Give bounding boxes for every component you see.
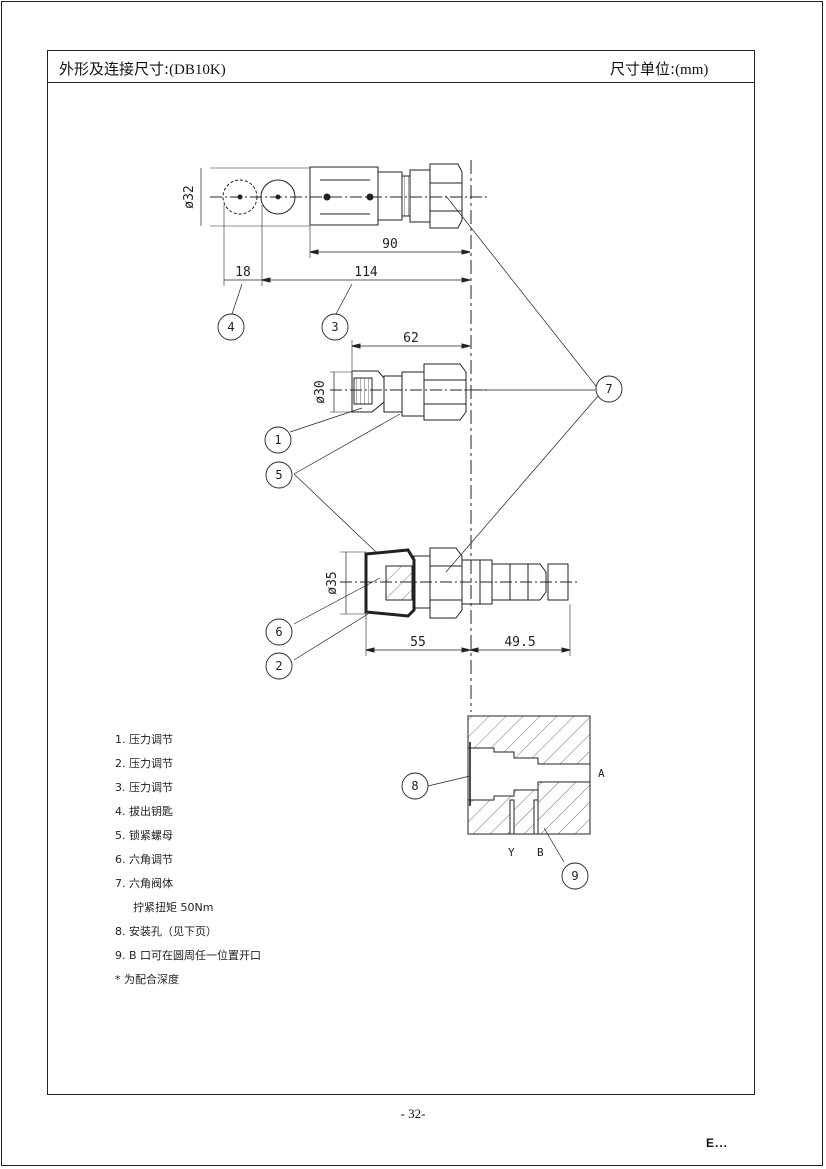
note-3: 3. 压力调节 bbox=[115, 781, 173, 794]
note-2: 2. 压力调节 bbox=[115, 757, 173, 770]
title-cn: 外形及连接尺寸: bbox=[59, 60, 170, 78]
dim-114: 114 bbox=[354, 265, 378, 280]
callout-7-label: 7 bbox=[605, 382, 612, 396]
note-1: 1. 压力调节 bbox=[115, 733, 173, 746]
mounting-cavity-section bbox=[467, 715, 591, 835]
unit-value: (mm) bbox=[675, 62, 709, 78]
view-knob-adjust bbox=[200, 163, 490, 286]
dim-55: 55 bbox=[410, 635, 426, 650]
dim-dia-32: ø32 bbox=[182, 185, 197, 208]
unit-cn: 尺寸单位: bbox=[610, 60, 676, 78]
dim-dia-30: ø30 bbox=[313, 380, 328, 403]
port-a-label: A bbox=[598, 767, 605, 780]
callout-5 bbox=[265, 461, 293, 489]
corner-mark: E... bbox=[706, 1136, 729, 1150]
port-b-label: B bbox=[537, 846, 544, 859]
protective-cap bbox=[364, 548, 416, 618]
drawing-frame bbox=[47, 50, 755, 1095]
note-9: 9. B 口可在圆周任一位置开口 bbox=[115, 949, 262, 962]
view-cap-adjust bbox=[340, 547, 580, 656]
callout-6-label: 6 bbox=[275, 625, 282, 639]
page-number: - 32- bbox=[400, 1106, 426, 1121]
callout-3 bbox=[321, 313, 349, 341]
unit-label: 尺寸单位:(mm) bbox=[610, 58, 708, 79]
callout-1-label: 1 bbox=[274, 433, 281, 447]
note-7-torque: 拧紧扭矩 50Nm bbox=[133, 901, 214, 914]
port-y-label: Y bbox=[508, 846, 515, 859]
lock-nut bbox=[409, 169, 431, 223]
callout-9-label: 9 bbox=[571, 869, 578, 883]
callout-9 bbox=[561, 862, 589, 890]
dim-18: 18 bbox=[235, 265, 251, 280]
hex-body bbox=[429, 163, 463, 229]
callout-4-label: 4 bbox=[227, 320, 234, 334]
callout-5-label: 5 bbox=[275, 468, 282, 482]
dim-dia-35: ø35 bbox=[325, 571, 340, 594]
callout-7 bbox=[595, 375, 623, 403]
dim-49-5: 49.5 bbox=[504, 635, 535, 650]
callout-2 bbox=[265, 652, 293, 680]
note-7: 7. 六角阀体 bbox=[115, 877, 173, 890]
parts-notes: 1. 压力调节 2. 压力调节 3. 压力调节 4. 拔出钥匙 5. 锁紧螺母 … bbox=[115, 728, 261, 992]
header-divider bbox=[47, 82, 755, 83]
callout-8-label: 8 bbox=[411, 779, 418, 793]
callout-6 bbox=[265, 618, 293, 646]
callout-4 bbox=[217, 313, 245, 341]
title-model: (DB10K) bbox=[169, 62, 226, 78]
note-depth: * 为配合深度 bbox=[115, 973, 179, 986]
note-4: 4. 拔出钥匙 bbox=[115, 805, 173, 818]
callout-8 bbox=[401, 772, 429, 800]
note-5: 5. 锁紧螺母 bbox=[115, 829, 173, 842]
dim-90: 90 bbox=[382, 237, 398, 252]
leader-lines bbox=[231, 195, 599, 863]
page-title: 外形及连接尺寸:(DB10K) bbox=[59, 58, 226, 79]
note-6: 6. 六角调节 bbox=[115, 853, 173, 866]
callout-1 bbox=[264, 426, 292, 454]
callout-2-label: 2 bbox=[275, 659, 282, 673]
note-8: 8. 安装孔（见下页） bbox=[115, 925, 217, 938]
view-hex-adjust bbox=[330, 340, 490, 421]
dim-62: 62 bbox=[403, 331, 419, 346]
callout-circles bbox=[217, 313, 623, 890]
callout-3-label: 3 bbox=[331, 320, 338, 334]
